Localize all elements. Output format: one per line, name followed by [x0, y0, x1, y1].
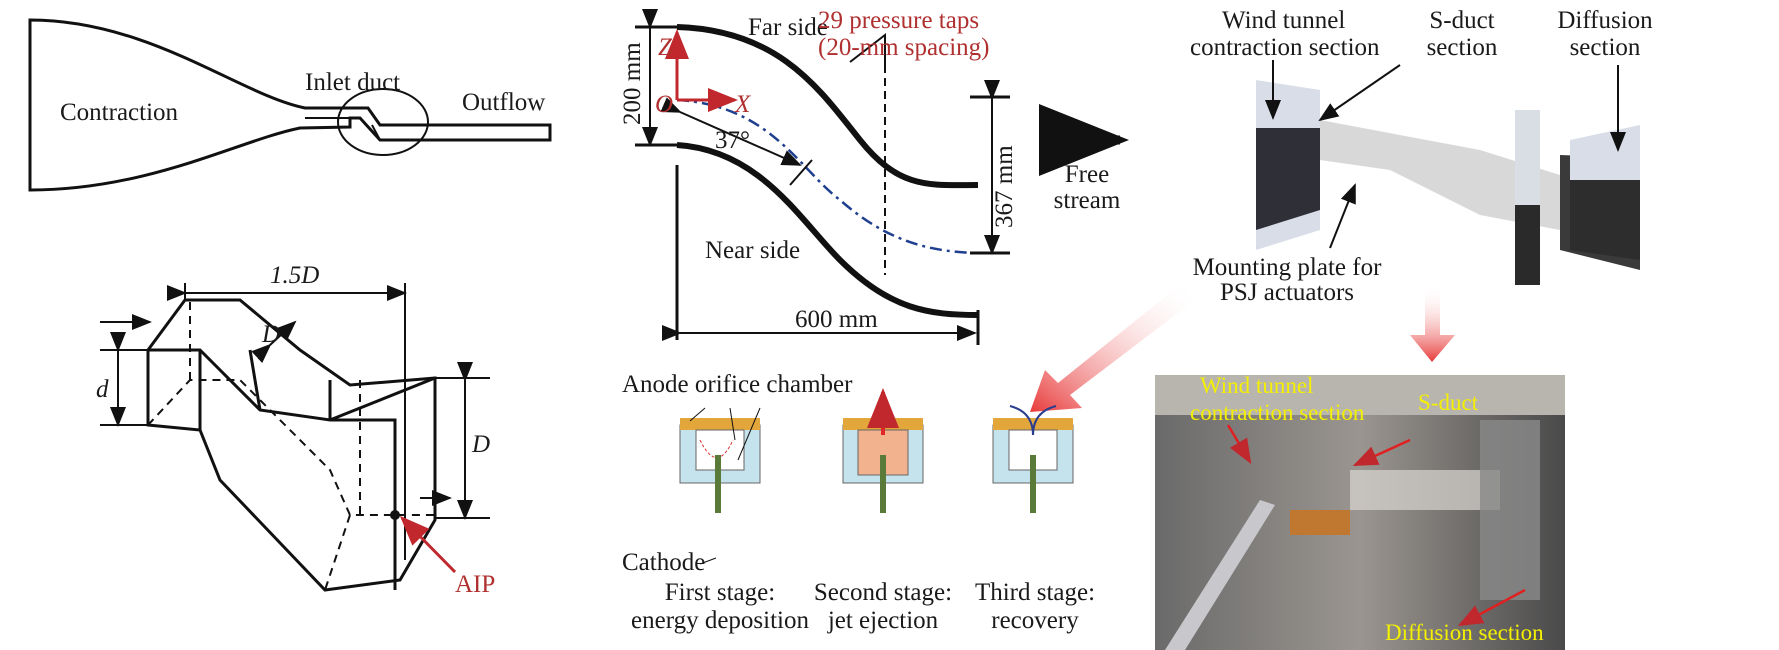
stage-3-line2: recovery — [991, 607, 1079, 634]
far-side-label: Far side — [748, 14, 828, 41]
anode-label: Anode orifice chamber — [622, 371, 853, 398]
mount-label-2: PSJ actuators — [1220, 279, 1354, 306]
axis-z-label: Z — [658, 34, 673, 61]
near-side-label: Near side — [705, 237, 800, 264]
inlet-duct-label: Inlet duct — [305, 69, 400, 96]
angle-label: 37° — [715, 127, 750, 154]
contraction-label: Contraction — [60, 99, 179, 126]
length-label: 600 mm — [795, 306, 878, 333]
height-label: 200 mm — [619, 42, 646, 125]
stage-1-actuator — [679, 418, 761, 513]
d-diag-label: D — [261, 321, 280, 348]
stage-3-actuator — [992, 405, 1074, 513]
cathode-label: Cathode — [622, 549, 705, 576]
s-duct-3d-sketch: 1.5D d D D AIP — [96, 262, 495, 598]
red-arrow-to-actuators — [1030, 285, 1195, 412]
free-stream-label-1: Free — [1065, 161, 1109, 188]
contraction-label-1: Wind tunnel — [1222, 7, 1345, 34]
photo-contraction-label-1: Wind tunnel — [1200, 373, 1313, 398]
sduct-label-1: S-duct — [1429, 7, 1494, 34]
wind-tunnel-outline: Contraction Inlet duct Outflow — [28, 18, 552, 192]
psj-stages: Anode orifice chamber Cathode First stag… — [622, 371, 1095, 634]
photo-contraction-label-2: contraction section — [1190, 400, 1365, 425]
lab-photo: Wind tunnel contraction section S-duct D… — [1155, 373, 1565, 650]
aip-label: AIP — [455, 571, 495, 598]
diffusion-label-1: Diffusion — [1557, 7, 1653, 34]
wind-tunnel-render: Wind tunnel contraction section S-duct s… — [1039, 7, 1653, 306]
length-label: 1.5D — [270, 262, 319, 289]
d-small-label: d — [96, 376, 109, 403]
free-stream-label-2: stream — [1054, 187, 1121, 214]
stage-3-line1: Third stage: — [975, 579, 1095, 606]
stage-2-line2: jet ejection — [827, 607, 939, 634]
taps-label-1: 29 pressure taps — [818, 7, 979, 34]
diffusion-label-2: section — [1570, 34, 1641, 61]
offset-label: 367 mm — [991, 145, 1018, 228]
stage-2-line1: Second stage: — [814, 579, 952, 606]
photo-sduct-label: S-duct — [1418, 390, 1479, 415]
s-duct-schematic: Far side Near side 29 pressure taps (20-… — [619, 7, 1018, 345]
photo-diffusion-label: Diffusion section — [1385, 620, 1544, 645]
stage-1-line1: First stage: — [665, 579, 775, 606]
stage-1-line2: energy deposition — [631, 607, 809, 634]
contraction-label-2: contraction section — [1190, 34, 1380, 61]
d-right-label: D — [471, 431, 490, 458]
origin-label: O — [655, 91, 673, 118]
axis-x-label: X — [734, 91, 752, 118]
taps-label-2: (20-mm spacing) — [818, 34, 989, 61]
red-arrow-to-photo — [1410, 285, 1455, 362]
sduct-label-2: section — [1427, 34, 1498, 61]
outflow-label: Outflow — [462, 89, 545, 116]
mount-label-1: Mounting plate for — [1193, 254, 1383, 281]
stage-2-actuator — [842, 388, 924, 513]
